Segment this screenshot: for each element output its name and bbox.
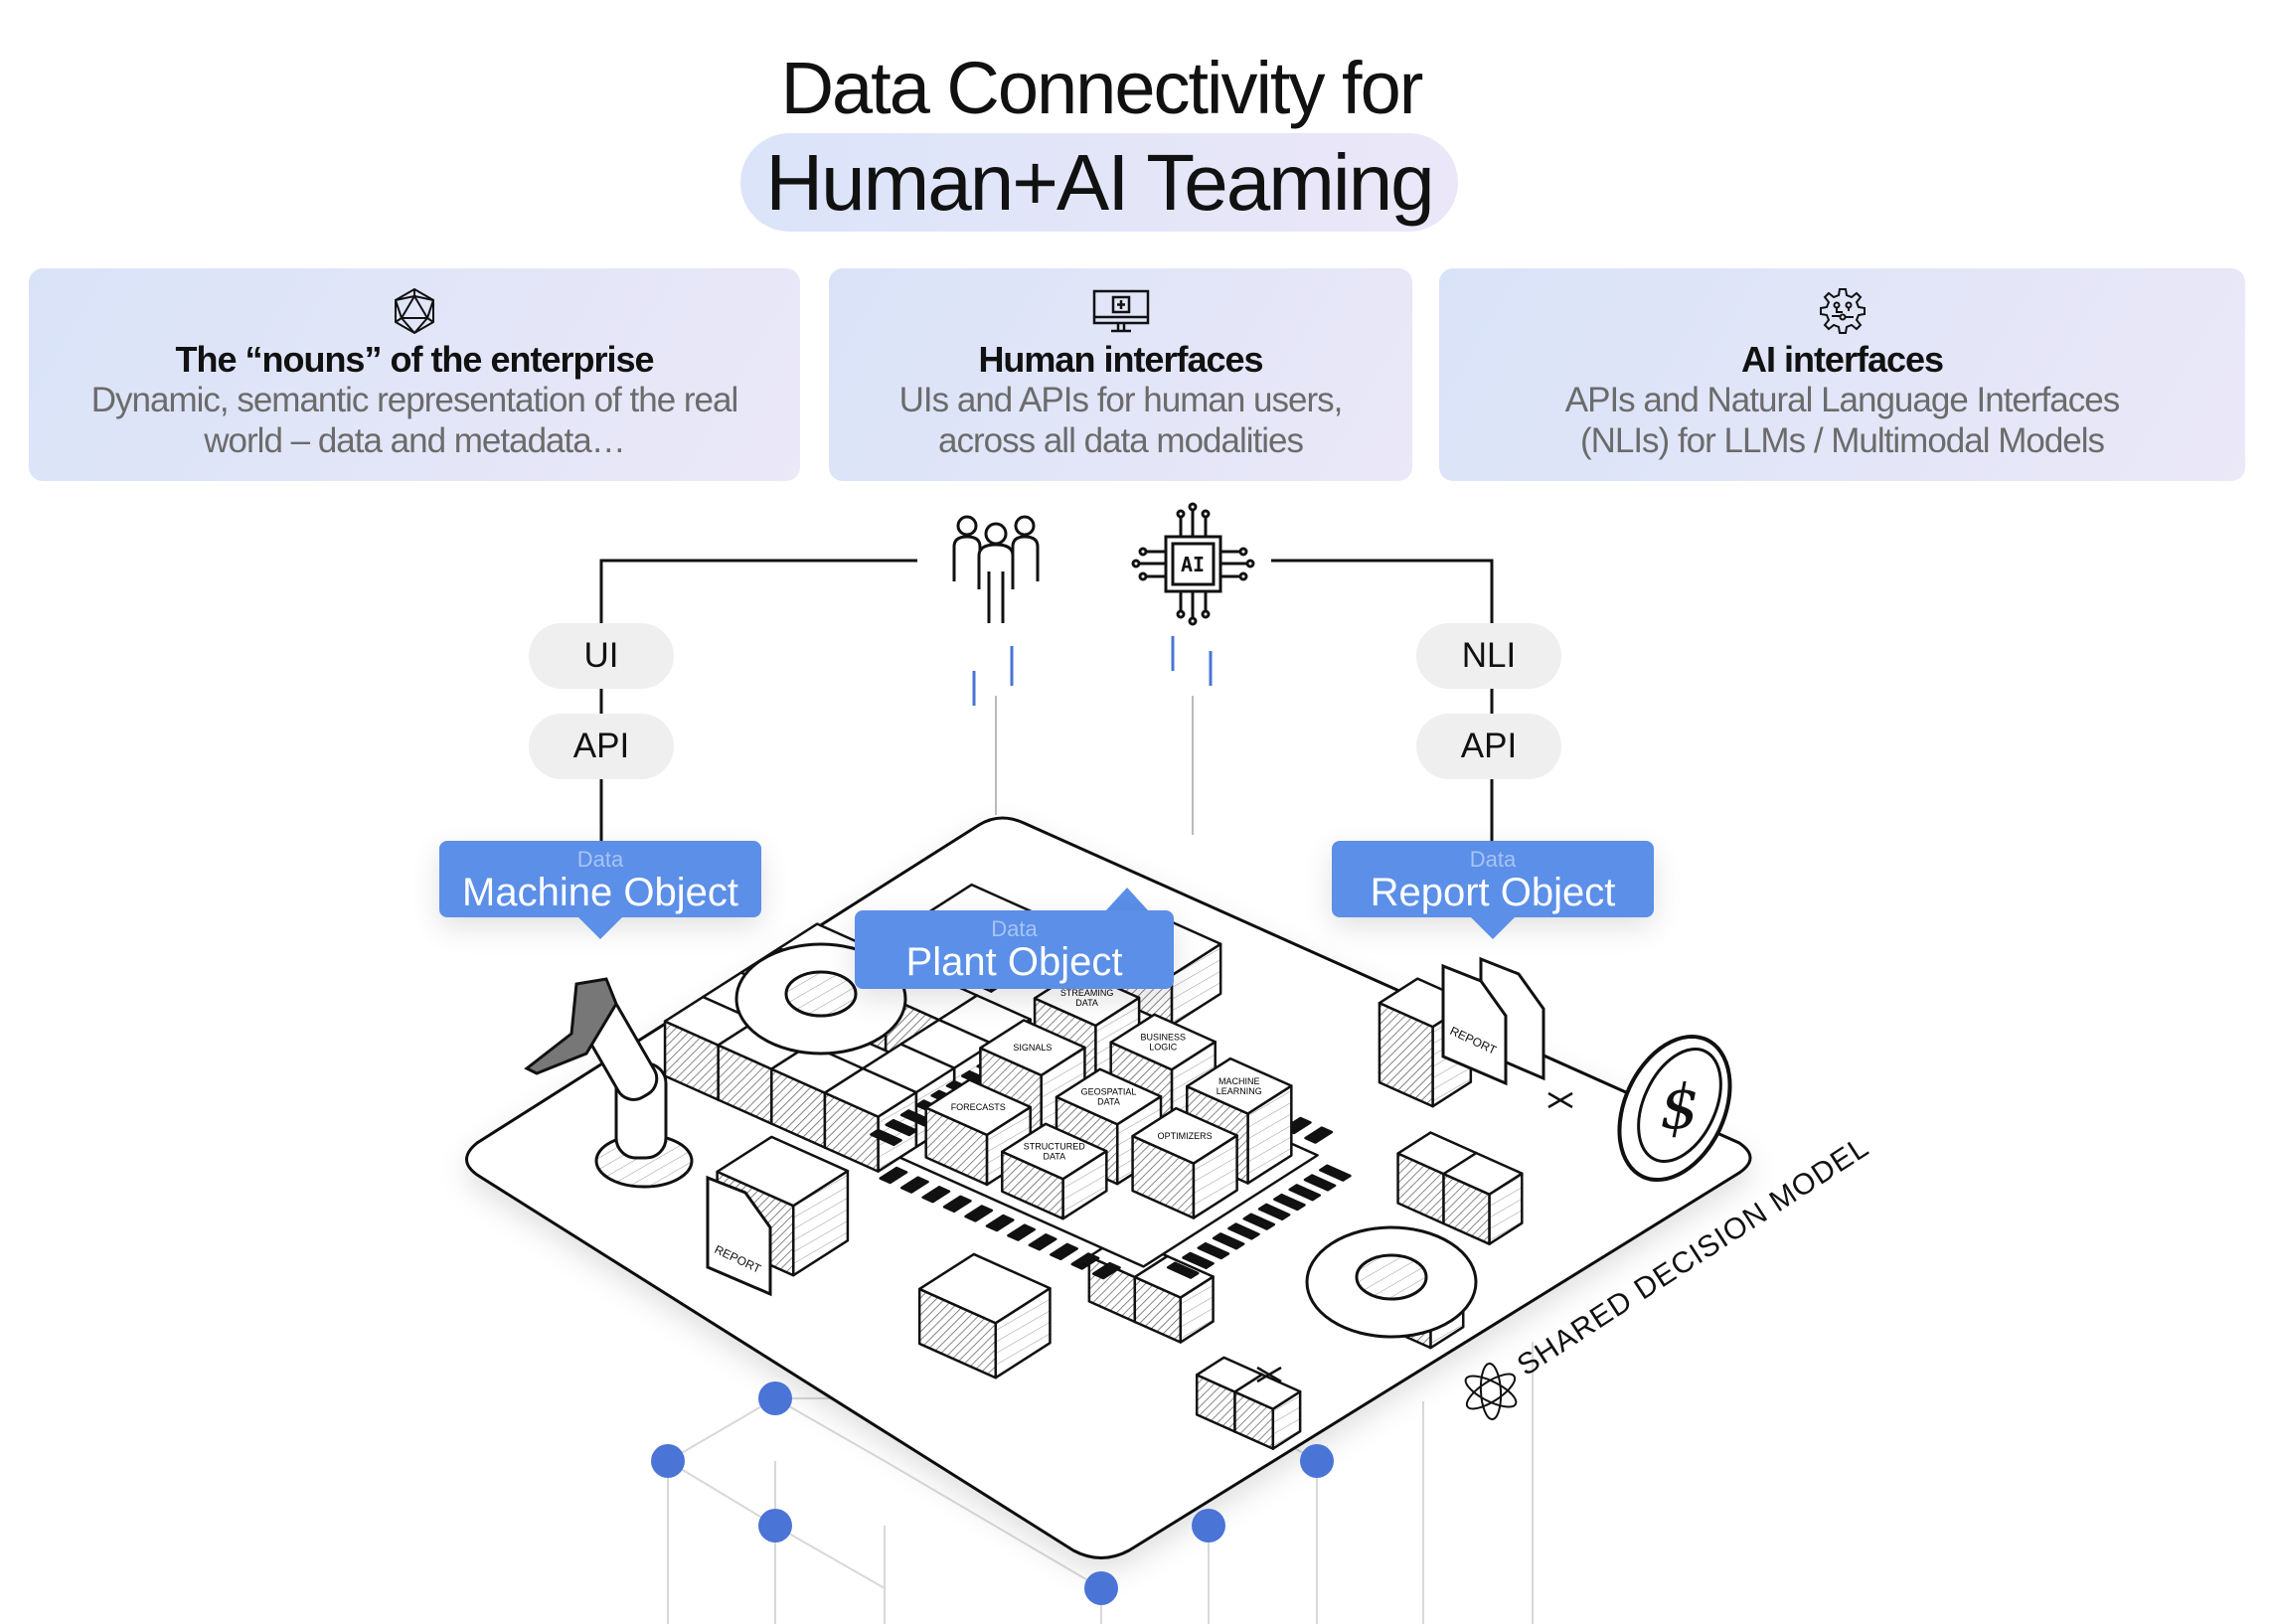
data-block [924, 1078, 1032, 1187]
cross-marks [1256, 1091, 1573, 1383]
card-desc-line: (NLIs) for LLMs / Multimodal Models [1579, 421, 2105, 460]
data-block [1001, 1122, 1108, 1220]
connector-lines [599, 559, 1494, 841]
machine-object-callout[interactable]: Data Machine Object [439, 841, 761, 917]
node-dot [1192, 1509, 1225, 1543]
atom-icon [1464, 1363, 1518, 1420]
title-line-2: Human+AI Teaming [765, 138, 1434, 227]
ui-pill: UI [529, 623, 674, 689]
api-pill-left: API [529, 714, 674, 779]
data-block-label: OPTIMIZERS [1158, 1131, 1213, 1141]
object-name: Report Object [1370, 871, 1616, 914]
cube-block [917, 1252, 1052, 1380]
report-document: REPORT [706, 1175, 772, 1297]
cube-block [1442, 1151, 1524, 1245]
object-name: Machine Object [462, 871, 738, 914]
polyhedron-icon [395, 287, 434, 335]
title-highlight-pill [740, 133, 1458, 232]
node-dot [1084, 1571, 1118, 1605]
cube-block [1133, 1254, 1215, 1344]
nli-pill: NLI [1416, 623, 1561, 689]
card-desc-line: across all data modalities [938, 421, 1304, 460]
card-title: The “nouns” of the enterprise [175, 339, 654, 380]
object-name: Plant Object [905, 940, 1123, 984]
title-line-1: Data Connectivity for [780, 47, 1424, 129]
ai-chip-text: AI [1181, 553, 1205, 576]
node-dot [651, 1444, 685, 1478]
data-block-label: SIGNALS [1013, 1043, 1052, 1053]
gear-circuit-icon [1819, 288, 1866, 334]
people-icon [952, 515, 1040, 623]
data-block [1131, 1106, 1238, 1219]
callout-pointer [1105, 888, 1149, 911]
card-desc-line: APIs and Natural Language Interfaces [1564, 381, 2120, 419]
data-streams [972, 636, 1213, 706]
gear-icon [1305, 1225, 1478, 1339]
object-tag: Data [1469, 847, 1517, 872]
report-document: REPORT [1441, 956, 1545, 1086]
card-nouns: The “nouns” of the enterprise Dynamic, s… [29, 268, 800, 481]
data-block-label: FORECASTS [951, 1102, 1006, 1112]
currency-symbol: $ [1660, 1070, 1699, 1143]
card-desc-line: Dynamic, semantic representation of the … [90, 381, 739, 419]
card-ai-interfaces: AI interfaces APIs and Natural Language … [1439, 268, 2245, 481]
node-dot [758, 1509, 792, 1543]
dollar-coin-icon: $ [1617, 1034, 1732, 1183]
node-dot [758, 1381, 792, 1415]
node-dot [1300, 1444, 1334, 1478]
card-human-interfaces: Human interfaces UIs and APIs for human … [829, 268, 1412, 481]
api-pill-right: API [1416, 714, 1561, 779]
card-title: AI interfaces [1740, 339, 1944, 380]
card-title: Human interfaces [978, 339, 1263, 380]
report-object-callout[interactable]: Data Report Object [1332, 841, 1654, 917]
cube-block [1233, 1373, 1302, 1450]
plant-object-callout[interactable]: Data Plant Object [855, 910, 1174, 989]
monitor-icon [1092, 289, 1149, 333]
callout-pointer [1471, 917, 1515, 939]
ai-chip-icon: AI [1131, 502, 1255, 626]
robot-arm-icon [524, 977, 694, 1189]
callout-pointer [578, 917, 622, 939]
object-tag: Data [576, 847, 624, 872]
card-desc-line: UIs and APIs for human users, [898, 381, 1344, 419]
object-tag: Data [991, 916, 1038, 941]
card-desc-line: world – data and metadata… [204, 421, 625, 460]
